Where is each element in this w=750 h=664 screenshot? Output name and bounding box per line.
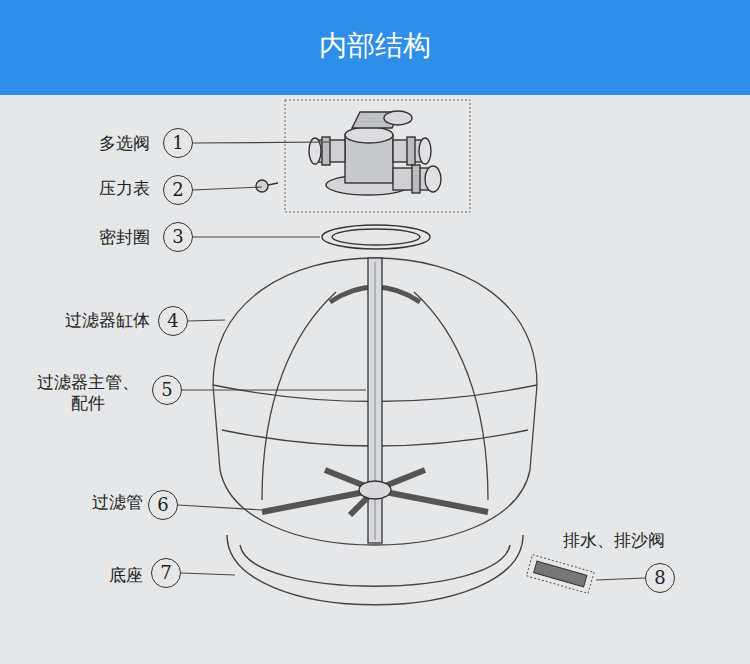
callout-circle: 4 bbox=[158, 306, 188, 336]
seal-ring bbox=[332, 229, 420, 245]
leader-lines bbox=[181, 573, 235, 575]
seal-ring bbox=[322, 225, 430, 249]
leader-lines bbox=[178, 505, 262, 510]
callout-number: 7 bbox=[160, 563, 171, 583]
callout-circle: 2 bbox=[163, 175, 193, 205]
valve-group bbox=[425, 166, 441, 192]
page-title: 内部结构 bbox=[319, 29, 431, 63]
valve-group bbox=[322, 137, 330, 165]
part-name: 过滤器主管、 配件 bbox=[33, 372, 143, 414]
filter-tank bbox=[262, 292, 336, 500]
base bbox=[227, 535, 523, 605]
callout-circle: 8 bbox=[645, 563, 675, 593]
leader-lines bbox=[193, 236, 320, 237]
main-pipe bbox=[262, 258, 488, 543]
valve-group bbox=[419, 138, 431, 164]
part-name: 过滤管 bbox=[92, 492, 143, 513]
callout-circle: 6 bbox=[148, 490, 178, 520]
valve-group bbox=[256, 100, 470, 212]
callout-circle: 1 bbox=[163, 128, 193, 158]
callout-number: 4 bbox=[167, 311, 178, 331]
valve-group bbox=[268, 183, 278, 185]
part-name: 密封圈 bbox=[99, 227, 150, 248]
drain-valve bbox=[526, 555, 594, 594]
valve-group bbox=[412, 165, 420, 193]
callout-circle: 7 bbox=[151, 558, 181, 588]
leader-lines bbox=[193, 187, 262, 190]
main-pipe bbox=[359, 481, 391, 499]
leader-lines bbox=[182, 389, 366, 390]
callout-number: 3 bbox=[172, 227, 183, 247]
callout-number: 6 bbox=[157, 495, 168, 515]
base bbox=[240, 545, 510, 586]
callout-number: 2 bbox=[172, 180, 183, 200]
leader-lines bbox=[178, 142, 645, 580]
base bbox=[227, 535, 523, 605]
valve-group bbox=[407, 137, 415, 165]
leader-lines bbox=[596, 578, 645, 580]
callout-number: 5 bbox=[161, 380, 172, 400]
callout-circle: 5 bbox=[152, 375, 182, 405]
main-pipe bbox=[375, 490, 488, 512]
part-name: 过滤器缸体 bbox=[65, 310, 150, 331]
valve-group bbox=[256, 180, 268, 192]
callout-number: 1 bbox=[172, 133, 183, 153]
valve-group bbox=[285, 100, 470, 212]
filter-tank bbox=[213, 258, 537, 545]
part-name: 压力表 bbox=[99, 178, 150, 199]
leader-lines bbox=[188, 320, 225, 321]
leader-lines bbox=[193, 142, 330, 143]
main-pipe bbox=[368, 258, 382, 543]
drain-valve bbox=[526, 555, 594, 594]
valve-group bbox=[345, 127, 393, 143]
part-name: 排水、排沙阀 bbox=[563, 530, 665, 551]
valve-group bbox=[384, 111, 412, 125]
seal-ring bbox=[322, 225, 430, 249]
part-name: 多选阀 bbox=[99, 133, 150, 154]
filter-tank bbox=[213, 258, 537, 545]
drain-valve bbox=[534, 561, 587, 587]
callout-number: 8 bbox=[654, 568, 665, 588]
filter-tank bbox=[414, 292, 488, 500]
callout-circle: 3 bbox=[163, 222, 193, 252]
part-name: 底座 bbox=[109, 565, 143, 586]
